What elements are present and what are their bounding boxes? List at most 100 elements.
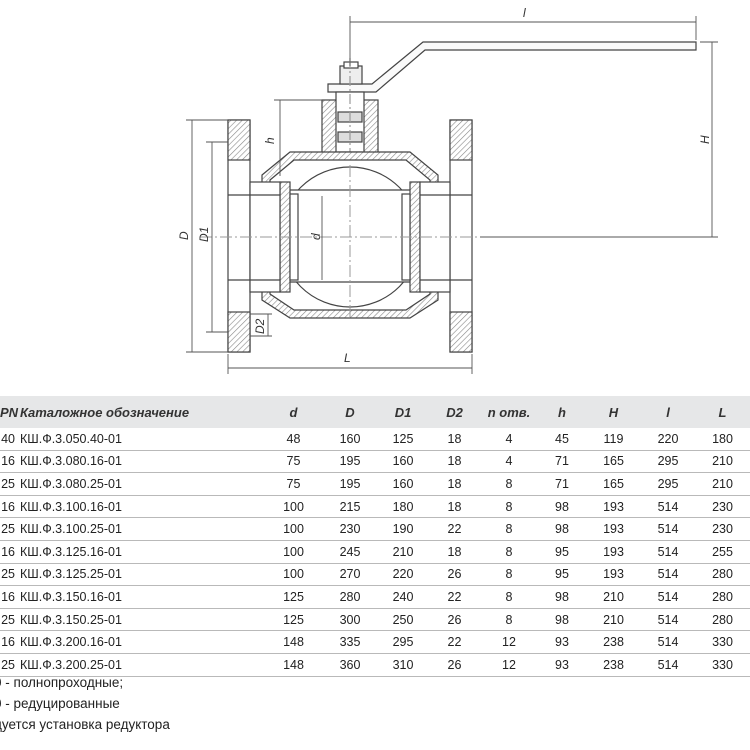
cell-h: 45 <box>538 428 586 451</box>
cell-catalog-code: КШ.Ф.3.080.16-01 <box>20 450 264 474</box>
cell-pn: 25 <box>0 563 20 587</box>
cell-D: 160 <box>323 428 377 451</box>
cell-H: 210 <box>586 608 641 632</box>
cell-L: 280 <box>695 608 750 632</box>
cell-holes: 8 <box>480 472 538 496</box>
header-D2: D2 <box>429 396 480 428</box>
label-h: h <box>263 137 277 144</box>
cell-D2: 26 <box>429 653 480 677</box>
cell-H: 210 <box>586 585 641 609</box>
note-reduced-bore: 0 - редуцированные <box>0 696 120 711</box>
cell-l: 514 <box>641 517 695 541</box>
cell-D2: 18 <box>429 428 480 451</box>
cell-H: 165 <box>586 450 641 474</box>
cell-H: 193 <box>586 563 641 587</box>
cell-H: 165 <box>586 472 641 496</box>
cell-D1: 180 <box>377 495 429 519</box>
cell-D2: 22 <box>429 517 480 541</box>
cell-D1: 210 <box>377 540 429 564</box>
cell-pn: 40 <box>0 428 20 451</box>
cell-H: 238 <box>586 653 641 677</box>
cell-L: 230 <box>695 495 750 519</box>
cell-d: 125 <box>264 585 323 609</box>
left-flange <box>227 119 281 353</box>
cell-H: 193 <box>586 540 641 564</box>
cell-L: 330 <box>695 653 750 677</box>
cell-pn: 25 <box>0 608 20 632</box>
label-L: L <box>344 351 351 365</box>
cell-pn: 25 <box>0 517 20 541</box>
cell-catalog-code: КШ.Ф.3.200.25-01 <box>20 653 264 677</box>
cell-holes: 4 <box>480 450 538 474</box>
cell-D2: 18 <box>429 495 480 519</box>
cell-H: 238 <box>586 630 641 654</box>
cell-D2: 18 <box>429 450 480 474</box>
cell-D1: 125 <box>377 428 429 451</box>
cell-d: 148 <box>264 653 323 677</box>
cell-catalog-code: КШ.Ф.3.200.16-01 <box>20 630 264 654</box>
cell-holes: 8 <box>480 608 538 632</box>
cell-h: 71 <box>538 472 586 496</box>
cell-D1: 310 <box>377 653 429 677</box>
note-full-bore: 0 - полнопроходные; <box>0 675 124 690</box>
cell-pn: 25 <box>0 472 20 496</box>
cell-D1: 250 <box>377 608 429 632</box>
cell-holes: 8 <box>480 563 538 587</box>
cell-D2: 18 <box>429 540 480 564</box>
header-l: l <box>641 396 695 428</box>
cell-h: 98 <box>538 517 586 541</box>
cell-holes: 8 <box>480 495 538 519</box>
cell-H: 193 <box>586 495 641 519</box>
cell-l: 514 <box>641 630 695 654</box>
header-L: L <box>695 396 750 428</box>
cell-H: 193 <box>586 517 641 541</box>
cell-L: 210 <box>695 472 750 496</box>
cell-h: 93 <box>538 653 586 677</box>
cell-h: 98 <box>538 608 586 632</box>
cell-H: 119 <box>586 428 641 451</box>
cell-D: 230 <box>323 517 377 541</box>
cell-D: 195 <box>323 472 377 496</box>
valve-drawing: l H h D D1 d D2 L <box>177 6 718 374</box>
cell-D2: 22 <box>429 585 480 609</box>
cell-l: 220 <box>641 428 695 451</box>
cell-D2: 22 <box>429 630 480 654</box>
cell-L: 230 <box>695 517 750 541</box>
cell-h: 95 <box>538 540 586 564</box>
cell-D2: 18 <box>429 472 480 496</box>
cell-D: 335 <box>323 630 377 654</box>
cell-holes: 8 <box>480 540 538 564</box>
cell-d: 75 <box>264 450 323 474</box>
label-D: D <box>177 231 191 240</box>
handle-lever <box>327 41 697 93</box>
header-holes: n отв. <box>480 396 538 428</box>
cell-D2: 26 <box>429 608 480 632</box>
cell-pn: 16 <box>0 585 20 609</box>
cell-D: 270 <box>323 563 377 587</box>
cell-d: 100 <box>264 495 323 519</box>
label-l-top: l <box>523 6 526 20</box>
header-catalog-code: Каталожное обозначение <box>20 396 264 428</box>
cell-catalog-code: КШ.Ф.3.150.16-01 <box>20 585 264 609</box>
cell-d: 148 <box>264 630 323 654</box>
dimension-lines <box>186 16 718 374</box>
header-h: h <box>538 396 586 428</box>
header-d: d <box>264 396 323 428</box>
cell-holes: 8 <box>480 517 538 541</box>
right-flange <box>419 119 473 353</box>
cell-l: 514 <box>641 608 695 632</box>
cell-d: 100 <box>264 517 323 541</box>
cell-D1: 295 <box>377 630 429 654</box>
header-pn: PN <box>0 396 20 428</box>
cell-d: 100 <box>264 540 323 564</box>
cell-l: 514 <box>641 540 695 564</box>
cell-pn: 16 <box>0 630 20 654</box>
cell-h: 98 <box>538 585 586 609</box>
